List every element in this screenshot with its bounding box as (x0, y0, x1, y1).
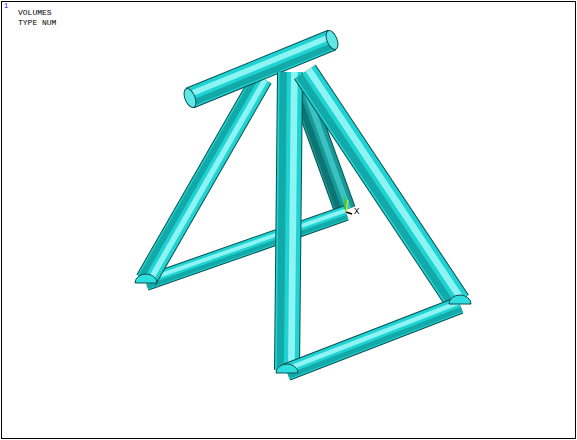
tube (141, 75, 265, 282)
tube-outline (305, 72, 458, 302)
tube-outline (287, 305, 460, 372)
tube-shade (280, 72, 283, 370)
tube-highlight (149, 80, 265, 282)
axis-triad (344, 196, 352, 214)
tube-end (324, 29, 341, 51)
joint-cap (135, 274, 157, 283)
tube-outline (146, 78, 262, 280)
y-axis (344, 196, 346, 212)
tube-body (305, 72, 458, 302)
plot-subtitle: TYPE NUM (18, 19, 56, 27)
tube (299, 70, 461, 306)
tube-shade (299, 76, 452, 306)
tube (286, 302, 462, 376)
joint-cap (449, 295, 471, 304)
tube-shade (289, 309, 462, 376)
joint-cap (276, 364, 298, 373)
tube-highlight (286, 302, 459, 369)
x-axis (346, 212, 352, 214)
tube-body (146, 78, 262, 280)
tube (280, 72, 294, 370)
axis-label: X (354, 208, 359, 217)
tube-highlight (309, 70, 462, 300)
z-axis (346, 200, 348, 212)
tube-body (287, 305, 460, 372)
window-number: 1 (4, 3, 8, 10)
tube-highlight (291, 72, 294, 370)
frame-structure (135, 29, 471, 376)
tube-end (182, 87, 199, 109)
plot-title: VOLUMES (18, 9, 52, 17)
